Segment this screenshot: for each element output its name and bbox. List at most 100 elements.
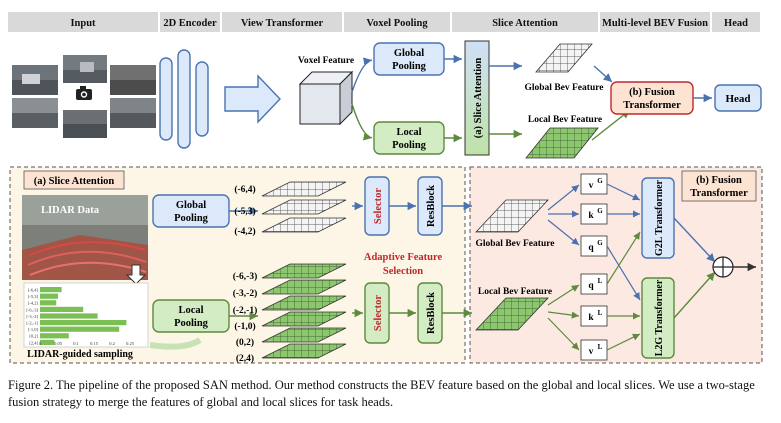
hist-bar: [40, 320, 127, 326]
adaptive-selection-line2: Selection: [383, 266, 423, 277]
global-bev-grid-b: [475, 199, 549, 233]
hist-bar: [40, 313, 98, 319]
slice-attention-bar-label: (a) Slice Attention: [473, 58, 484, 139]
encoder-blocks: [159, 49, 209, 149]
head-label: Head: [725, 93, 750, 105]
hist-axis-tick: 0: [39, 341, 42, 346]
caption-text: The pipeline of the proposed SAN method.…: [8, 378, 755, 409]
local-range-4: (-1,0): [234, 321, 255, 332]
global-range-1: (-6,4): [234, 184, 255, 195]
panel-a-local-pooling-line2: Pooling: [174, 318, 209, 329]
slice-attention-bar: [464, 40, 490, 156]
panel-b-title-line1: (b) Fusion: [696, 175, 742, 186]
local-range-6: (2,4): [236, 353, 254, 364]
global-range-2: (-5,3): [234, 206, 255, 217]
q-global-label: q: [588, 243, 594, 253]
k-global-label: k: [588, 211, 594, 221]
hist-axis-tick: 0.15: [90, 341, 99, 346]
panel-b-title-box: [681, 170, 757, 202]
q-local-label: q: [588, 281, 594, 291]
arrow-to-global-pooling: [351, 57, 373, 93]
local-pooling-line2: Pooling: [392, 140, 427, 151]
hist-bar: [40, 339, 55, 345]
v-global-label: v: [589, 181, 594, 191]
header-head: Head: [724, 18, 748, 29]
g2l-transformer-label: G2L Transformer: [654, 179, 665, 256]
q-global-sup: G: [597, 239, 603, 247]
global-slice-2: [261, 199, 347, 215]
local-bev-grid-b: [475, 297, 549, 331]
figure-caption: Figure 2. The pipeline of the proposed S…: [8, 377, 773, 411]
header-bev-fusion: Multi-level BEV Fusion: [602, 18, 708, 29]
k-local-sup: L: [598, 309, 603, 317]
arrow-global-to-fusion: [593, 65, 613, 83]
global-slice-3: [261, 217, 347, 233]
down-arrow: [125, 264, 147, 285]
header-slice-attention: Slice Attention: [492, 18, 558, 29]
camera-images: [12, 55, 156, 138]
local-range-5: (0,2): [236, 337, 254, 348]
arrow-local-to-fusion: [591, 109, 631, 141]
global-range-3: (-4,2): [234, 226, 255, 237]
view-transformer-arrow: [224, 74, 281, 124]
v-local-box: [580, 339, 608, 361]
k-global-sup: G: [597, 207, 603, 215]
hist-tick-label: [-2,-1]: [26, 321, 38, 327]
hist-bar: [40, 306, 84, 312]
l2g-transformer-label: L2G Transformer: [654, 279, 665, 356]
hist-axis-tick: 0.2: [109, 341, 115, 346]
panel-a-global-pooling-line2: Pooling: [174, 213, 209, 224]
local-slice-6: [261, 343, 347, 359]
v-global-sup: G: [597, 177, 603, 185]
hist-bar: [40, 326, 120, 332]
hist-axis-tick: 0.05: [54, 341, 63, 346]
selector-global-label: Selector: [373, 188, 384, 224]
v-local-label: v: [589, 347, 594, 357]
lidar-sampling-label: LIDAR-guided sampling: [27, 349, 133, 360]
hist-axis-tick: 0.1: [73, 341, 79, 346]
hist-tick-label: [-6,4]: [28, 288, 39, 294]
hist-tick-label: [2,4]: [29, 340, 38, 346]
caption-label: Figure 2.: [8, 378, 54, 392]
k-local-label: k: [588, 313, 594, 323]
k-local-box: [580, 305, 608, 327]
hist-bar: [40, 333, 69, 339]
voxel-cube: [298, 70, 354, 126]
global-bev-label-top: Global Bev Feature: [525, 83, 604, 93]
panel-b-title-line2: Transformer: [690, 188, 748, 199]
local-bev-grid-top: [525, 127, 599, 159]
head-box: [714, 84, 762, 112]
hist-axis-tick: 0.25: [126, 341, 135, 346]
panel-a-title-box: [23, 170, 125, 190]
slice-stacks: [261, 181, 347, 359]
lidar-data-label: LIDAR Data: [41, 205, 100, 216]
hist-tick-label: [-6,-3]: [26, 307, 38, 313]
arrow-l2g-to-sum: [673, 271, 716, 319]
lidar-histogram: [-6,4][-5,3][-4,2][-6,-3][-3,-2][-2,-1][…: [23, 282, 149, 348]
local-slice-2: [261, 279, 347, 295]
hist-bar: [40, 300, 57, 306]
local-range-1: (-6,-3): [233, 271, 258, 282]
local-range-3: (-2,-1): [233, 305, 258, 316]
header-encoder: 2D Encoder: [163, 18, 217, 29]
header-view-transformer: View Transformer: [241, 18, 324, 29]
fusion-transformer-line1: (b) Fusion: [629, 87, 675, 98]
q-local-sup: L: [598, 277, 603, 285]
local-bev-label-top: Local Bev Feature: [528, 115, 602, 125]
hist-tick-label: [-1,0]: [28, 327, 39, 333]
adaptive-selection-line1: Adaptive Feature: [364, 252, 443, 263]
local-range-2: (-3,-2): [233, 288, 258, 299]
global-slice-1: [261, 181, 347, 197]
local-slice-1: [261, 263, 347, 279]
hist-bar: [40, 287, 62, 293]
pipeline-figure: Input 2D Encoder View Transformer Voxel …: [8, 12, 763, 364]
q-global-box: [580, 235, 608, 257]
v-local-sup: L: [598, 343, 603, 351]
hist-tick-label: [-3,-2]: [26, 314, 38, 320]
selector-local-label: Selector: [373, 295, 384, 331]
global-bev-grid-top: [535, 43, 593, 73]
local-bev-label-b: Local Bev Feature: [478, 287, 552, 297]
local-slice-4: [261, 311, 347, 327]
resblock-global-label: ResBlock: [426, 185, 437, 227]
v-global-box: [580, 173, 608, 195]
